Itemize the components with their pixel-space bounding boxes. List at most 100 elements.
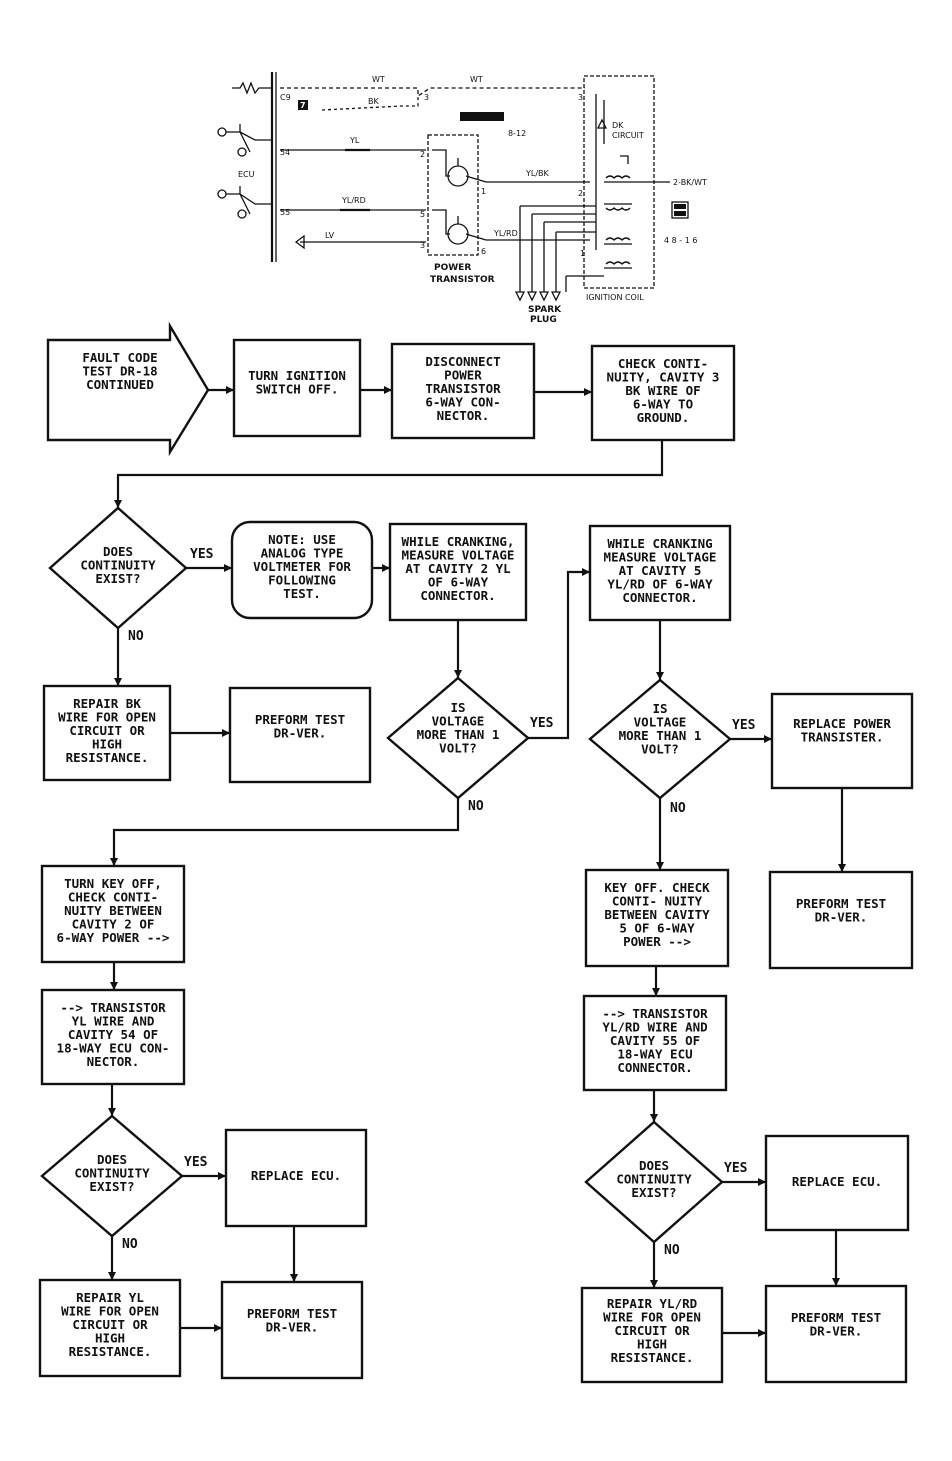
step-replace-ecu-2-text: REPLACE ECU.	[792, 1174, 882, 1189]
d2-yes-label: YES	[530, 716, 554, 731]
pin-5: 5	[420, 210, 425, 219]
d4-yes-label: YES	[184, 1155, 208, 1170]
step-perform-test-1	[228, 686, 372, 784]
pin-1: 1	[481, 187, 486, 196]
wire-label-yl-bk: YL/BK	[525, 169, 550, 178]
power-transistor-label-1: POWER	[434, 263, 471, 273]
step-replace-ecu-2	[764, 1134, 910, 1232]
transistor-2	[447, 223, 469, 245]
step-check-continuity-yl	[40, 864, 186, 964]
badge-number: 7	[300, 101, 306, 110]
ecu-driver-transistor-2	[217, 186, 272, 219]
spark-plug-arrows	[514, 291, 562, 302]
decision-continuity-2	[40, 1114, 184, 1238]
step-replace-ecu-1-text: REPLACE ECU.	[251, 1168, 341, 1183]
pin-6: 6	[481, 247, 486, 256]
step-perform-test-4	[764, 1284, 908, 1384]
step-transistor-ylrd-to-ecu	[582, 994, 728, 1092]
wire-label-wt-a: WT	[372, 75, 385, 84]
connector-icon	[671, 201, 689, 219]
wire-label-wt-b: WT	[470, 75, 483, 84]
coil-pin-3: 3	[578, 93, 583, 102]
step-transistor-yl-to-ecu	[40, 988, 186, 1086]
coil-windings	[604, 181, 632, 269]
spark-plug-label-1: SPARK	[528, 305, 562, 315]
step-repair-ylrd-wire	[580, 1286, 724, 1384]
wire-label-yl-rd: YL/RD	[341, 196, 366, 205]
dk-circuit-1: DK	[612, 121, 624, 130]
connector-badge	[298, 100, 308, 110]
ecu-driver-transistor-1	[217, 124, 272, 157]
d4-no-label: NO	[122, 1237, 138, 1252]
decision-continuity-1	[48, 506, 188, 630]
step-perform-test-3	[220, 1280, 364, 1380]
coil-pin-1: 1	[580, 249, 585, 258]
step-check-continuity-bk	[590, 344, 736, 442]
transistor-pin-3: 3	[424, 93, 429, 102]
pin-3b: 3	[420, 241, 425, 250]
step-repair-yl-wire	[38, 1278, 182, 1378]
wire-label-lv: LV	[325, 231, 335, 240]
ecu-label: ECU	[238, 170, 255, 179]
ref-tag	[460, 112, 504, 121]
ref-b12: 8-12	[508, 129, 526, 138]
pin-55: 55	[280, 208, 290, 217]
transistor-1	[447, 165, 469, 187]
spark-plug-label-2: PLUG	[530, 315, 557, 325]
d2-no-label: NO	[468, 799, 484, 814]
d3-yes-label: YES	[732, 718, 756, 733]
step-replace-ecu-1	[224, 1128, 368, 1228]
ignition-coil-label: IGNITION COIL	[586, 293, 644, 302]
step-measure-cavity-2	[388, 522, 528, 622]
power-transistor-label-2: TRANSISTOR	[430, 275, 495, 285]
resistor-symbol	[232, 81, 272, 95]
wiring-schematic: ECU C9 54 55 WT WT 7 BK 8-12 YL YL/RD LV…	[217, 72, 707, 325]
power-transistor-box	[427, 134, 479, 256]
pin-c9: C9	[280, 93, 291, 102]
wire-label-bk: BK	[368, 97, 379, 106]
start-node	[46, 321, 210, 457]
output-wire-label: 2-BK/WT	[673, 178, 707, 187]
dk-circuit-2: CIRCUIT	[612, 131, 644, 140]
pin-54: 54	[280, 148, 290, 157]
step-turn-ignition-off	[232, 338, 362, 438]
note-analog-voltmeter	[230, 520, 374, 620]
spark-plug-leads	[519, 206, 557, 292]
d5-no-label: NO	[664, 1243, 680, 1258]
ground-arrow	[294, 234, 305, 250]
arrowheads	[108, 386, 846, 1337]
step-replace-power-transistor	[770, 692, 914, 790]
wire-label-yl-rd-2: YL/RD	[493, 229, 518, 238]
pin-2: 2	[420, 150, 425, 159]
d1-yes-label: YES	[190, 547, 214, 562]
d5-yes-label: YES	[724, 1161, 748, 1176]
wire-wt	[280, 87, 585, 98]
step-repair-bk-wire	[42, 684, 172, 782]
step-disconnect-transistor	[390, 342, 536, 440]
d1-no-label: NO	[128, 629, 144, 644]
step-check-continuity-ylrd	[584, 868, 730, 968]
